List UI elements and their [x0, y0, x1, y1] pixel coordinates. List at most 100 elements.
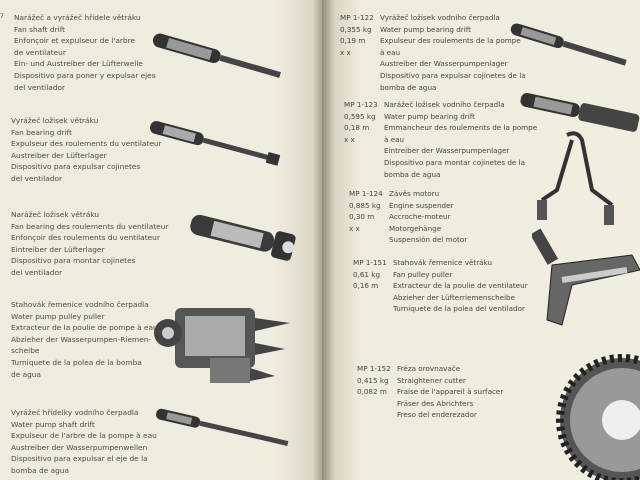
water-pump-shaft-drift-illustration — [156, 408, 289, 446]
entry-line: Water pump bearing drift — [384, 111, 475, 121]
spec-value: 0,082 m — [357, 387, 387, 397]
entry-line: Austreiber der Wasserpumpenlager — [380, 59, 508, 69]
entry-line: Expulseur des roulements du ventilateur — [11, 139, 162, 149]
entry-line: Extracteur de la poulie de ventilateur — [393, 281, 528, 291]
entry-line: Eintreiber der Wasserpumpenlager — [384, 146, 510, 156]
entry-line: Water pump shaft drift — [11, 419, 95, 429]
spec-value: 0,61 kg — [353, 269, 381, 279]
entry-line: Fan bearing des roulements du ventilateu… — [11, 221, 169, 231]
entry-line: Narážeč a vyrážeč hřídele větráku — [14, 13, 141, 22]
entry-line: Turniquete de la polea de la bomba — [11, 357, 142, 367]
entry-line: Turniquete de la polea del ventilador — [393, 304, 525, 314]
entry-line: Water pump bearing drift — [380, 24, 471, 34]
entry-line: Accroche-moteur — [389, 212, 451, 222]
fan-bearing-drift-illustration — [150, 121, 281, 166]
entry-line: Freso del enderezador — [397, 410, 477, 420]
spec-value: 0,18 m — [344, 123, 370, 133]
entry-line: à eau — [380, 47, 401, 57]
fan-shaft-drift-illustration — [152, 33, 281, 78]
water-pump-bearing-installer-illustration — [520, 93, 640, 132]
spec-value: MP 1-152 — [357, 364, 391, 373]
spec-value: 0,595 kg — [344, 111, 376, 121]
entry-line: Eintreiber der Lüfterlager — [11, 244, 105, 254]
spec-value: 0,415 kg — [357, 375, 389, 385]
spec-value: MP 1-122 — [340, 13, 374, 22]
entry-line: Straightener cutter — [397, 375, 466, 385]
entry-line: Emmancheur des roulements de la pompe — [384, 123, 538, 133]
entry-line: Expulseur de l'arbre de la pompe à eau — [11, 431, 157, 441]
spec-value: 0,885 kg — [349, 200, 381, 210]
entry-line: bomba de agua — [380, 82, 437, 92]
spec-value: 0,16 m — [353, 281, 379, 291]
tool-specs: MP 1-151 0,61 kg 0,16 m — [353, 257, 393, 292]
spec-value: MP 1-151 — [353, 258, 387, 267]
entry-line: Vyrážeč hřídelky vodního čerpadla — [11, 408, 139, 417]
entry-line: del ventilador — [11, 173, 63, 183]
entry-line: del ventilador — [11, 267, 63, 277]
entry-line: Water pump pulley puller — [11, 311, 105, 321]
fan-pulley-puller-illustration — [532, 228, 640, 326]
entry-line: Dispositivo para expulsar el eje de la — [11, 454, 148, 464]
entry-line: de ventilateur — [14, 47, 66, 57]
entry-line: Ein- und Austreiber der Lüfterwelle — [14, 59, 143, 69]
entry-line: bomba de agua — [11, 465, 70, 475]
entry-line: Narážeč ložisek vodního čerpadla — [384, 100, 505, 109]
entry-line: Stahovák řemenice větráku — [393, 258, 493, 267]
straightener-cutter-illustration — [556, 354, 640, 480]
spec-value: 0,30 m — [349, 212, 375, 222]
entry-line: Dispositivo para montar cojinetes de la — [384, 157, 526, 167]
entry-line: Motorgehänge — [389, 223, 442, 233]
entry-line: Enfonçoir des roulements du ventilateur — [11, 233, 160, 243]
entry-line: Abzieher der Wasserpumpen-Riemen- — [11, 334, 152, 344]
entry-line: Enfonçoir et expulseur de l'arbre — [14, 36, 136, 46]
entry-line: Extracteur de la poulie de pompe à eau — [11, 323, 158, 333]
entry-line: Závěs motoru — [389, 189, 440, 198]
entry-line: Dispositivo para montar cojinetes — [11, 256, 136, 266]
entry-line: Abzieher der Lüfterriemenscheibe — [393, 292, 516, 302]
entry-line: Vyrážeč ložisek vodního čerpadla — [380, 13, 500, 22]
spec-value: x x — [344, 134, 355, 144]
spec-value: MP 1-124 — [349, 189, 383, 198]
entry-line: Dispositivo para poner y expulsar ejes — [14, 70, 156, 80]
entry-line: Dispositivo para expulsar cojinetes de l… — [380, 70, 526, 80]
entry-line: Expulseur des roulements de la pompe — [380, 36, 521, 46]
entry-line: bomba de agua — [384, 169, 441, 179]
spec-value: x x — [340, 47, 351, 57]
fan-bearing-installer-illustration — [190, 214, 296, 261]
spec-value: x x — [349, 223, 360, 233]
entry-line: Fréza orovnavače — [397, 364, 461, 373]
page-mark: 7 — [0, 13, 4, 20]
entry-line: Fan bearing drift — [11, 127, 72, 137]
entry-line: à eau — [384, 134, 405, 144]
entry-line: Fraise de l'appareil à surfacer — [397, 387, 504, 397]
entry-line: Austreiber der Wasserpumpenwellen — [11, 442, 148, 452]
entry-line: Fan shaft drift — [14, 24, 66, 34]
spec-value: MP 1-123 — [344, 100, 378, 109]
entry-line: Dispositivo para expulsar cojinetes — [11, 162, 141, 172]
entry-line: de agua — [11, 369, 42, 379]
entry-line: scheibe — [11, 346, 40, 356]
entry-line: Engine suspender — [389, 200, 454, 210]
entry-line: Vyrážeč ložisek větráku — [11, 116, 99, 125]
water-pump-bearing-drift-illustration — [510, 23, 627, 66]
entry-line: Suspensión del motor — [389, 235, 468, 245]
entry-line: del ventilador — [14, 82, 66, 92]
engine-suspender-illustration — [537, 131, 614, 225]
entry-line: Fräser des Abrichters — [397, 398, 474, 408]
water-pump-pulley-puller-illustration — [154, 308, 290, 383]
entry-line: Fan pulley puller — [393, 269, 453, 279]
